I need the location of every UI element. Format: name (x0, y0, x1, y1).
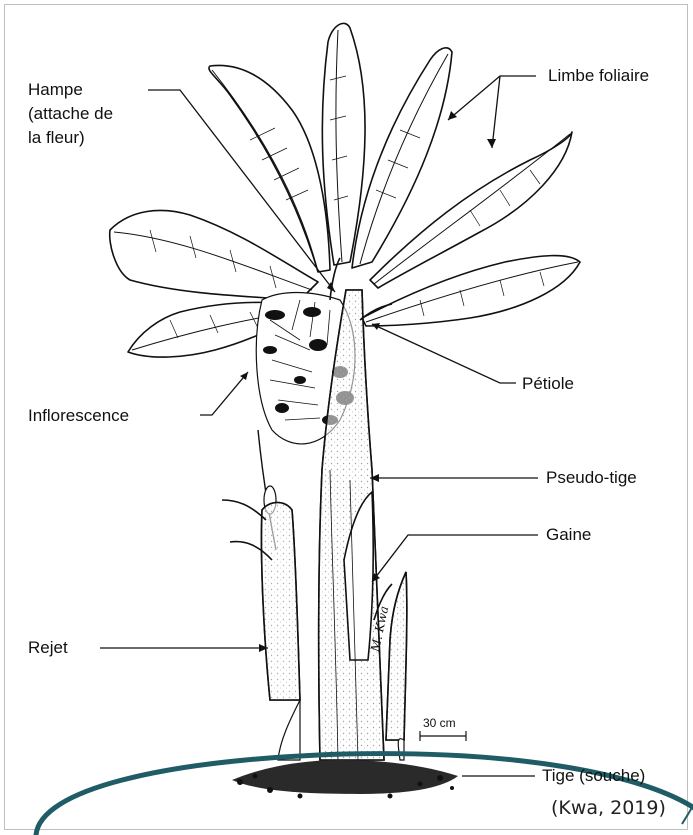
scale-bar (420, 731, 466, 741)
label-hampe: Hampe (28, 79, 83, 100)
label-rejet: Rejet (28, 637, 68, 658)
label-pseudo-tige: Pseudo-tige (546, 467, 637, 488)
label-tige-souche: Tige (souche) (542, 765, 645, 786)
label-gaine: Gaine (546, 524, 591, 545)
leader-limbe (448, 76, 536, 148)
ring-tail (682, 806, 693, 824)
source-citation: (Kwa, 2019) (551, 797, 666, 819)
label-limbe-foliaire: Limbe foliaire (548, 65, 649, 86)
label-hampe-line3: la fleur) (28, 127, 85, 148)
label-inflorescence: Inflorescence (28, 405, 129, 426)
leader-inflorescence (200, 372, 248, 415)
leader-petiole (372, 324, 516, 383)
label-hampe-line2: (attache de (28, 103, 113, 124)
leader-gaine (372, 535, 538, 582)
label-petiole: Pétiole (522, 373, 574, 394)
scale-label: 30 cm (423, 716, 456, 730)
